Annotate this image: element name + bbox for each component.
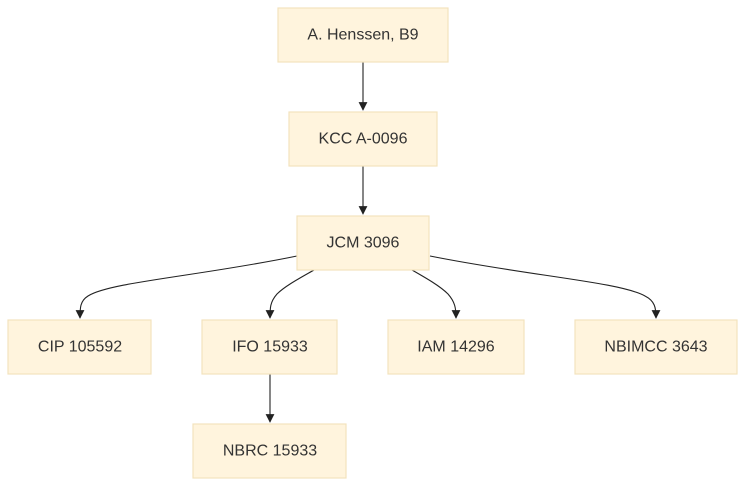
node-jcm: JCM 3096 bbox=[296, 215, 430, 271]
edge-n3-n4 bbox=[75, 255, 298, 319]
edge-n3-n6 bbox=[411, 269, 461, 319]
node-label: JCM 3096 bbox=[327, 235, 400, 252]
edge-n3-n5 bbox=[265, 269, 315, 319]
node-ifo: IFO 15933 bbox=[201, 319, 338, 375]
node-label: IFO 15933 bbox=[232, 339, 308, 356]
node-cip: CIP 105592 bbox=[7, 319, 152, 375]
node-label: KCC A-0096 bbox=[319, 131, 408, 148]
edge-n3-n7 bbox=[429, 255, 661, 319]
edges bbox=[75, 62, 661, 423]
node-label: IAM 14296 bbox=[417, 339, 494, 356]
node-nbrc: NBRC 15933 bbox=[192, 423, 347, 479]
node-label: CIP 105592 bbox=[38, 339, 122, 356]
node-label: NBRC 15933 bbox=[223, 443, 317, 460]
node-iam: IAM 14296 bbox=[387, 319, 525, 375]
node-kcc: KCC A-0096 bbox=[288, 111, 438, 167]
node-henssen: A. Henssen, B9 bbox=[277, 7, 449, 63]
node-nbimcc: NBIMCC 3643 bbox=[574, 319, 738, 375]
node-label: A. Henssen, B9 bbox=[307, 27, 418, 44]
node-label: NBIMCC 3643 bbox=[604, 339, 707, 356]
